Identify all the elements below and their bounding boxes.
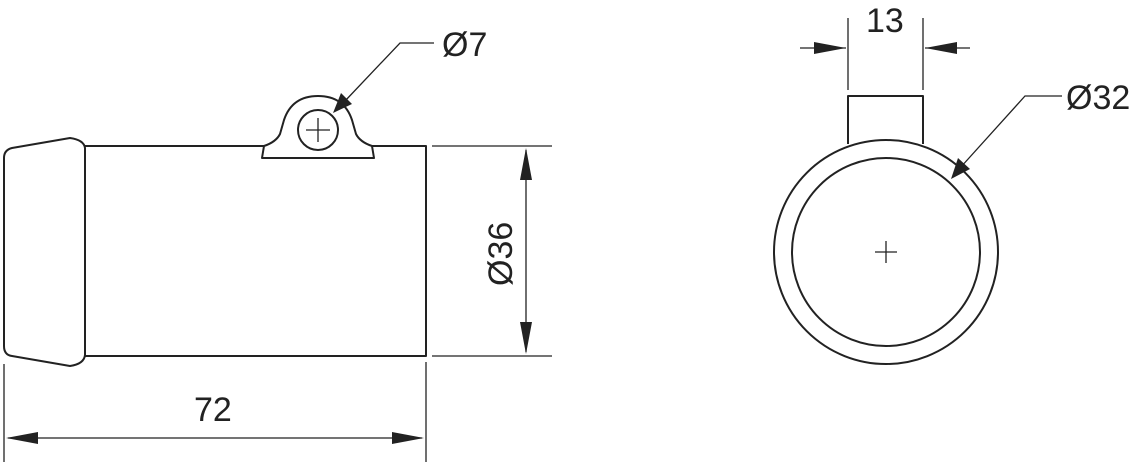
bore-leader-arrow <box>951 158 970 179</box>
width-arrow-left <box>814 42 846 54</box>
hole-diameter-label: Ø7 <box>442 26 487 64</box>
end-view-inner-circle <box>791 157 981 347</box>
tube-diameter-label: Ø36 <box>482 222 520 286</box>
lug-width-label: 13 <box>866 2 904 40</box>
lug-hole <box>297 109 339 151</box>
tube-length-label: 72 <box>194 391 232 429</box>
length-arrow-right <box>392 432 424 444</box>
diameter-arrow-bottom <box>520 322 532 354</box>
length-arrow-left <box>6 432 38 444</box>
mounting-lug-outline <box>261 95 375 159</box>
bore-leader-line <box>959 95 1062 169</box>
hole-leader-line <box>344 42 434 102</box>
end-cap-outline <box>3 137 86 367</box>
end-view-lug-outline <box>847 95 924 144</box>
side-view: Ø7 Ø36 72 <box>3 26 552 462</box>
tube-body-outline <box>85 145 427 357</box>
bore-diameter-label: Ø32 <box>1066 79 1130 117</box>
diameter-arrow-top <box>520 148 532 180</box>
hole-leader-arrow <box>333 93 352 113</box>
end-view: 13 Ø32 <box>773 2 1130 365</box>
width-arrow-right <box>925 42 957 54</box>
